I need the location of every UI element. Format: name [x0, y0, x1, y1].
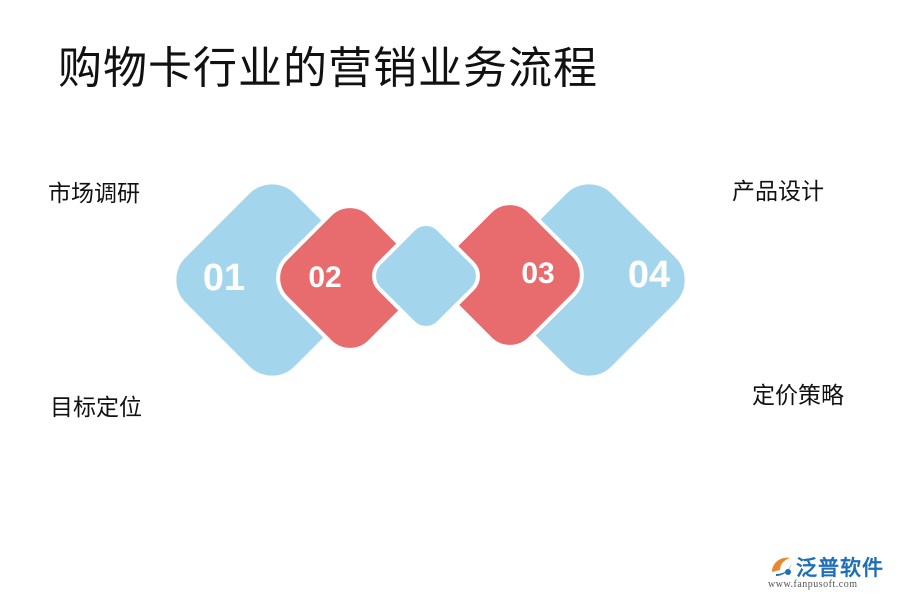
diamond-02	[276, 204, 424, 352]
step-label-2: 目标定位	[50, 395, 142, 421]
page-title: 购物卡行业的营销业务流程	[58, 43, 598, 94]
step-label-3: 产品设计	[732, 179, 824, 205]
step-label-1: 市场调研	[48, 181, 140, 207]
logo-url: www.fanpusoft.com	[768, 579, 858, 590]
diamond-center	[372, 222, 480, 330]
logo-name: 泛普软件	[796, 556, 884, 580]
brand-logo: 泛普软件 www.fanpusoft.com	[768, 552, 894, 598]
step-number-4: 04	[628, 254, 670, 296]
step-number-1: 01	[203, 257, 245, 299]
diamond-03	[436, 201, 584, 349]
step-label-4: 定价策略	[752, 383, 844, 409]
step-number-3: 03	[521, 257, 554, 290]
fanpu-logo-icon	[772, 557, 792, 576]
step-number-2: 02	[308, 261, 341, 294]
